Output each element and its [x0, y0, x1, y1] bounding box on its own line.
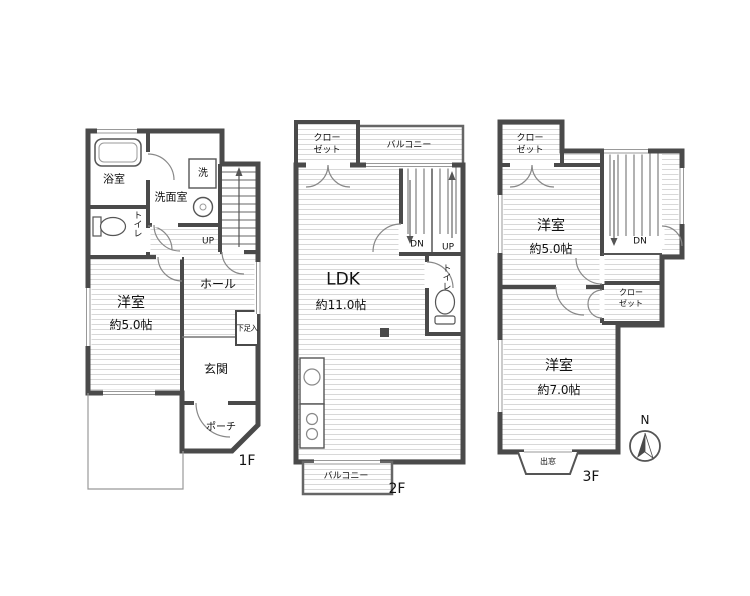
closet2-3f-label-1: クロー	[619, 288, 643, 297]
stairs-2f-icon	[406, 165, 457, 254]
floor-label-3f: 3F	[582, 469, 600, 485]
washroom-label: 洗面室	[154, 190, 188, 204]
walls-3f-outline	[497, 119, 685, 455]
floor-1f-plan	[85, 128, 261, 490]
stairs-3f-icon	[609, 151, 659, 246]
floor-label-1f: 1F	[238, 453, 256, 469]
bay-window-icon	[517, 449, 579, 475]
closet2-3f-label-2: ゼット	[619, 299, 643, 308]
toilet-label-2f: トイレ	[440, 263, 451, 291]
stairs-dn-label-3f: DN	[633, 236, 647, 247]
bay-window-label: 出窓	[540, 457, 556, 466]
stairs-dn-label-2f: DN	[410, 239, 424, 250]
room5-name-3f: 洋室	[537, 218, 565, 234]
stairs-up-label-2f: UP	[441, 242, 455, 253]
room7-size-3f: 約7.0帖	[537, 383, 581, 397]
room7-name-3f: 洋室	[545, 358, 573, 374]
doors-3f	[509, 162, 683, 319]
stairs-1f-icon	[220, 167, 258, 247]
balcony-top-label: バルコニー	[386, 140, 432, 151]
balcony-bottom	[301, 460, 394, 496]
sink-icon	[192, 196, 214, 218]
compass-north-label: N	[640, 413, 650, 427]
closet-2f-label-1: クロー	[313, 133, 341, 144]
hall-label: ホール	[199, 277, 237, 291]
site-boundary-line	[87, 393, 184, 490]
room5-size-3f: 約5.0帖	[529, 242, 573, 256]
washing-machine-icon	[188, 158, 217, 189]
floor-3f-plan	[497, 119, 685, 475]
shoe-box	[235, 310, 259, 346]
ldk-name-label: LDK	[326, 269, 360, 290]
toilet-icon-1f	[92, 216, 127, 237]
closet-2f	[294, 120, 360, 167]
room5-name-1f: 洋室	[117, 295, 145, 311]
windows-1f	[85, 128, 261, 396]
closet-2f-label-2: ゼット	[313, 145, 341, 156]
doors-1f	[145, 152, 245, 438]
windows-3f	[497, 148, 685, 412]
closet1-3f-label-1: クロー	[516, 133, 544, 144]
closet1-3f-label-2: ゼット	[516, 145, 544, 156]
kitchen-icon	[299, 357, 325, 449]
doors-2f	[305, 162, 454, 289]
stairs-up-label-1f: UP	[201, 236, 215, 247]
floor-2f-plan	[293, 120, 466, 496]
balcony-bottom-label: バルコニー	[323, 471, 369, 482]
laundry-label: 洗	[198, 168, 208, 179]
porch-label: ポーチ	[206, 422, 236, 433]
shoe-storage-label: 下足入	[236, 323, 259, 333]
toilet-label-1f: トイレ	[131, 210, 142, 238]
ldk-size-label: 約11.0帖	[315, 298, 367, 312]
compass-icon	[629, 430, 661, 462]
windows-2f	[314, 161, 452, 466]
bath-label: 浴室	[103, 172, 125, 186]
entrance-label: 玄関	[203, 362, 229, 376]
room5-size-1f: 約5.0帖	[109, 318, 153, 332]
floor-label-2f: 2F	[388, 481, 406, 497]
toilet-icon-2f	[434, 289, 456, 325]
pillar	[380, 328, 389, 337]
bathtub-icon	[94, 138, 142, 167]
